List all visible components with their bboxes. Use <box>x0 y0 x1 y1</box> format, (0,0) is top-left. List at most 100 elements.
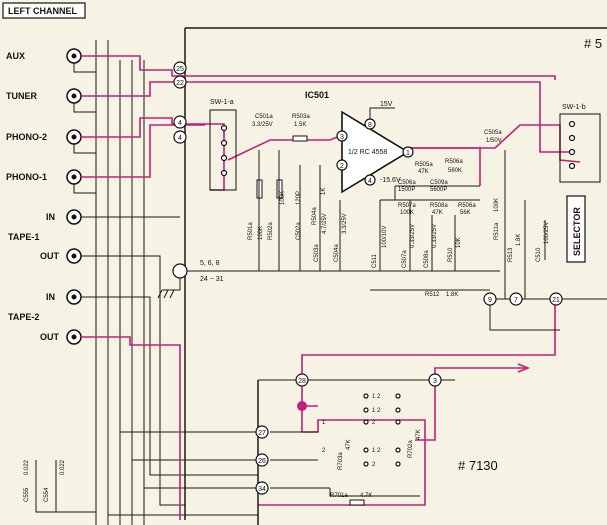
svg-text:R506a: R506a <box>445 159 463 165</box>
svg-text:1500P: 1500P <box>398 187 415 193</box>
selector-box <box>566 195 586 263</box>
jack-phono1 <box>66 169 82 185</box>
svg-text:1/50V: 1/50V <box>486 138 502 144</box>
svg-text:56K: 56K <box>460 210 471 216</box>
svg-text:3.3/25V: 3.3/25V <box>252 122 273 128</box>
c503: C503a 4.7/25V <box>314 213 328 262</box>
jack-tape1-in <box>66 209 82 225</box>
svg-text:9: 9 <box>488 297 492 304</box>
svg-text:100K: 100K <box>494 198 500 212</box>
svg-text:C508a: C508a <box>424 250 430 268</box>
c504: C504a 3.3/25V <box>334 213 348 262</box>
diagram-title: LEFT CHANNEL <box>8 6 77 16</box>
sw1b-body[interactable] <box>559 113 601 183</box>
svg-text:4: 4 <box>178 135 182 142</box>
svg-text:R502a: R502a <box>268 222 274 240</box>
svg-text:C509a: C509a <box>430 180 448 186</box>
svg-text:R513: R513 <box>508 247 514 262</box>
c511: C511 100/10V <box>372 226 388 268</box>
ic-neg-rail: -15.6V <box>380 177 401 184</box>
svg-text:0.33/25V: 0.33/25V <box>432 224 438 248</box>
svg-text:R503a: R503a <box>292 114 310 120</box>
ic-part: 1/2 RC 4558 <box>348 149 387 156</box>
bus-label-b: 24 ~ 31 <box>200 276 224 283</box>
svg-text:1: 1 <box>406 150 410 157</box>
label-aux: AUX <box>6 51 25 61</box>
node-22: 22 <box>173 75 187 89</box>
svg-text:25: 25 <box>176 66 184 73</box>
sw1a-body[interactable] <box>209 109 237 191</box>
sw1b-label: SW-1-b <box>562 104 586 111</box>
svg-text:C504a: C504a <box>334 244 340 262</box>
jack-phono2 <box>66 129 82 145</box>
node-26: 26 <box>255 453 269 467</box>
svg-text:8: 8 <box>368 122 372 129</box>
svg-text:3: 3 <box>340 134 344 141</box>
svg-text:22: 22 <box>176 80 184 87</box>
r701-label: R701a <box>330 493 348 499</box>
svg-text:100/25V: 100/25V <box>544 222 550 244</box>
node-3: 3 <box>428 373 442 387</box>
svg-text:7: 7 <box>514 297 518 304</box>
switch-contacts: 1 2 1 2 1 2 2 1 2 2 <box>322 393 401 468</box>
label-tape2: TAPE-2 <box>8 312 39 322</box>
svg-text:560K: 560K <box>448 168 462 174</box>
svg-text:C511: C511 <box>372 253 378 268</box>
ref-7130: # 7130 <box>458 458 498 473</box>
opamp-ic501 <box>341 110 410 194</box>
svg-text:4: 4 <box>368 178 372 185</box>
svg-text:1K: 1K <box>321 188 327 195</box>
ic-name: IC501 <box>305 90 329 100</box>
r502: R502a 100K <box>268 179 286 240</box>
svg-text:47K: 47K <box>346 439 352 450</box>
node-7: 7 <box>509 292 523 306</box>
node-27: 27 <box>255 425 269 439</box>
svg-text:27: 27 <box>258 430 266 437</box>
svg-text:0.022: 0.022 <box>24 459 30 475</box>
svg-text:100K: 100K <box>258 226 264 240</box>
svg-text:R506a: R506a <box>458 203 476 209</box>
svg-text:R702a: R702a <box>408 440 414 458</box>
label-tape1-in: IN <box>46 212 55 222</box>
c502: C502a 120P <box>296 191 302 240</box>
svg-text:C510: C510 <box>536 247 542 262</box>
r702: R702a 47K <box>408 429 422 458</box>
label-tape2-in: IN <box>46 292 55 302</box>
label-phono2: PHONO-2 <box>6 132 47 142</box>
c555: C555 0.022 <box>24 459 30 502</box>
node-34: 34 <box>255 481 269 495</box>
bus-label-a: 5, 6, 8 <box>200 260 220 267</box>
svg-text:47K: 47K <box>416 429 422 440</box>
node-21: 21 <box>549 292 563 306</box>
r510: R510 10K <box>448 237 462 262</box>
svg-text:R703a: R703a <box>338 452 344 470</box>
corner-ref: # 5 <box>584 36 602 51</box>
svg-text:3: 3 <box>433 378 437 385</box>
svg-text:1.8K: 1.8K <box>446 292 458 298</box>
svg-text:R510: R510 <box>448 247 454 262</box>
label-tuner: TUNER <box>6 91 37 101</box>
label-phono1: PHONO-1 <box>6 172 47 182</box>
svg-text:2: 2 <box>322 448 326 454</box>
svg-text:R512: R512 <box>425 292 440 298</box>
r511: R511a 100K <box>494 198 500 240</box>
node-4: 4 <box>173 115 187 129</box>
svg-text:34: 34 <box>258 486 266 493</box>
svg-text:1 2: 1 2 <box>372 448 381 454</box>
c508: C508a 0.33/25V <box>424 224 438 268</box>
svg-text:C507a: C507a <box>402 250 408 268</box>
jack-tape2-out <box>66 329 82 345</box>
c554: C554 0.022 <box>44 459 66 502</box>
svg-text:28: 28 <box>298 378 306 385</box>
svg-text:47K: 47K <box>418 169 429 175</box>
selector-label: SELECTOR <box>572 207 582 256</box>
svg-text:100K: 100K <box>400 210 414 216</box>
svg-text:R504a: R504a <box>312 207 318 225</box>
title-box <box>2 2 86 19</box>
svg-text:1 2: 1 2 <box>372 394 381 400</box>
svg-text:47K: 47K <box>432 210 443 216</box>
svg-text:1.5K: 1.5K <box>294 122 306 128</box>
sw1a-label: SW-1-a <box>210 99 234 106</box>
svg-text:26: 26 <box>258 458 266 465</box>
